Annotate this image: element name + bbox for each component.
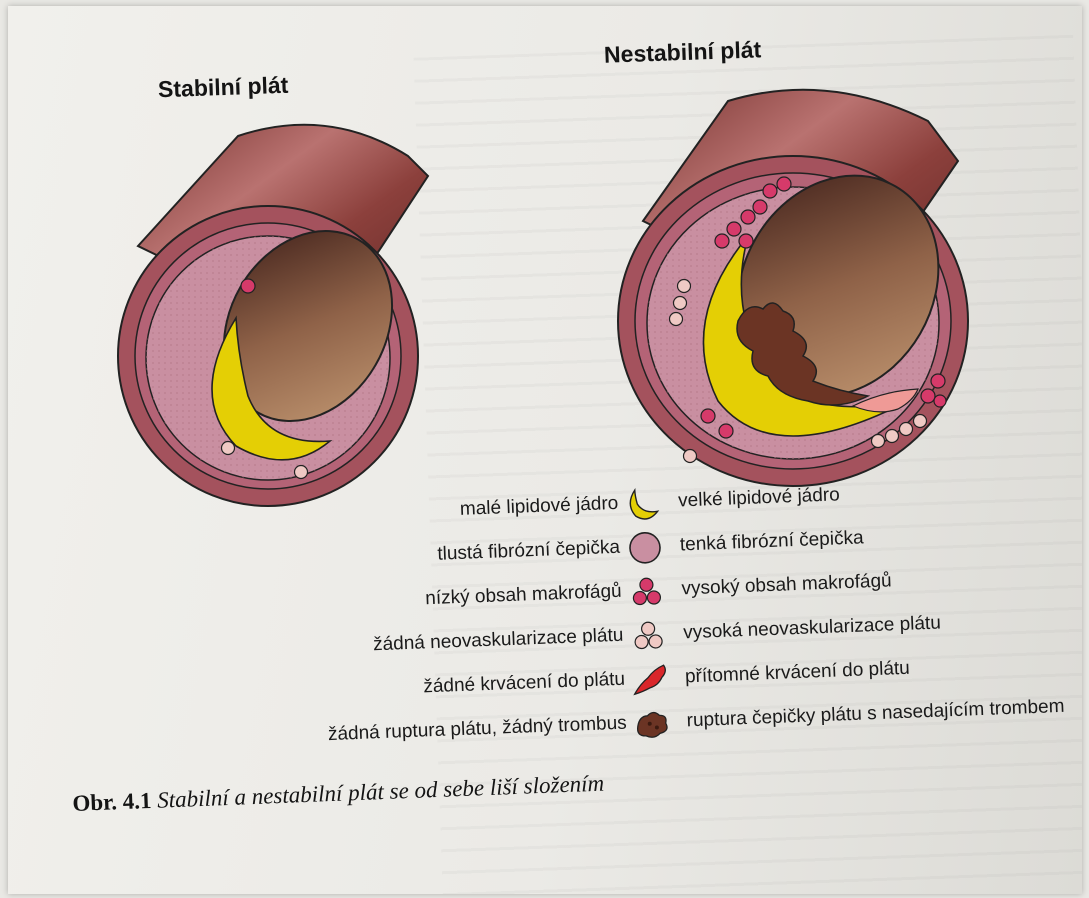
legend-unstable-cap: tenká fibrózní čepička	[680, 527, 864, 556]
legend-stable-hemorrhage: žádné krvácení do plátu	[423, 669, 625, 699]
stable-macrophage	[241, 279, 255, 293]
lipid-core-icon	[623, 485, 664, 523]
legend-unstable-hemorrhage: přítomné krvácení do plátu	[685, 658, 911, 689]
legend-stable-lipid: malé lipidové jádro	[460, 493, 619, 521]
unstable-plaque-diagram	[598, 71, 998, 501]
legend-unstable-neovascularization: vysoká neovaskularizace plátu	[683, 613, 941, 645]
neovascularization-icon	[628, 617, 669, 655]
hemorrhage-icon	[629, 661, 670, 699]
book-page: Stabilní plát Nestabilní plát	[8, 6, 1082, 894]
legend-stable-macrophages: nízký obsah makrofágů	[425, 581, 622, 611]
legend-stable-thrombus: žádná ruptura plátu, žádný trombus	[328, 713, 628, 746]
stable-neovessel	[222, 442, 235, 455]
macrophages-icon	[626, 573, 667, 611]
legend-unstable-macrophages: vysoký obsah makrofágů	[681, 570, 892, 600]
stable-neovessel	[295, 466, 308, 479]
legend-stable-cap: tlustá fibrózní čepička	[437, 537, 620, 566]
legend: malé lipidové jádro velké lipidové jádro…	[118, 469, 1082, 796]
legend-unstable-lipid: velké lipidové jádro	[678, 484, 840, 512]
legend-unstable-thrombus: ruptura čepičky plátu s nasedajícím trom…	[686, 696, 1065, 732]
unstable-plaque-title: Nestabilní plát	[604, 36, 762, 68]
figure-number: Obr. 4.1	[72, 788, 152, 816]
stable-plaque-diagram	[108, 96, 438, 516]
legend-stable-neovascularization: žádná neovaskularizace plátu	[373, 625, 624, 657]
thrombus-icon	[631, 705, 672, 743]
fibrous-cap-icon	[624, 529, 665, 567]
